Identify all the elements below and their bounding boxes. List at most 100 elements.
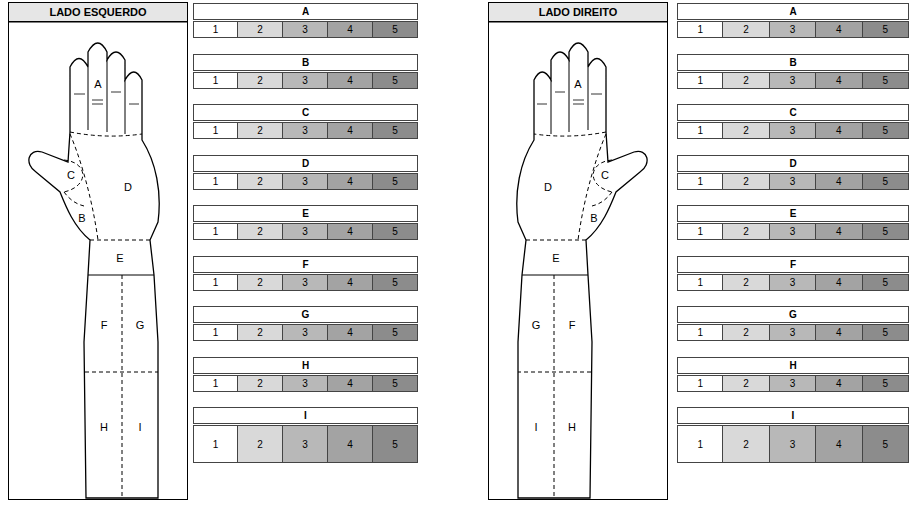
region-letter: G	[532, 319, 541, 331]
score-cell: 4	[327, 375, 373, 392]
score-cell: 5	[372, 425, 418, 463]
score-cell: 2	[237, 324, 283, 341]
score-cell: 2	[722, 223, 769, 240]
score-cell: 5	[372, 173, 418, 190]
score-cell: 5	[862, 21, 909, 38]
score-cell: 4	[327, 173, 373, 190]
score-cell: 2	[237, 21, 283, 38]
score-cell: 1	[193, 274, 238, 291]
score-cell: 5	[862, 324, 909, 341]
region-letter: C	[67, 169, 75, 181]
score-cell: 1	[677, 122, 723, 139]
score-cell: 5	[372, 274, 418, 291]
region-letter: H	[568, 421, 576, 433]
score-cell: 2	[722, 72, 769, 89]
region-header: F	[193, 256, 418, 273]
score-cell: 4	[327, 21, 373, 38]
score-cell: 2	[237, 122, 283, 139]
region-header: C	[677, 104, 909, 121]
score-cell: 5	[862, 274, 909, 291]
score-cell: 2	[237, 72, 283, 89]
score-cell: 3	[282, 72, 328, 89]
score-cell: 3	[769, 223, 816, 240]
score-cell: 3	[769, 324, 816, 341]
side-panel: LADO ESQUERDOACDBEFGHIA12345B12345C12345…	[5, 0, 435, 505]
score-cell: 3	[282, 122, 328, 139]
score-cell: 1	[677, 21, 723, 38]
region-letter: H	[100, 421, 108, 433]
region-header: E	[677, 205, 909, 222]
score-cell: 5	[862, 375, 909, 392]
region-header: D	[677, 155, 909, 172]
score-cell: 2	[237, 173, 283, 190]
score-cell: 5	[372, 21, 418, 38]
region-letter: F	[569, 319, 576, 331]
region-letter: A	[574, 78, 581, 90]
header-text: LADO DIREITO	[539, 6, 618, 18]
region-letter: I	[534, 421, 537, 433]
score-cell: 1	[193, 72, 238, 89]
score-cell: 5	[862, 223, 909, 240]
score-cell: 5	[862, 173, 909, 190]
arm-drawing	[29, 43, 159, 498]
region-header: H	[677, 357, 909, 374]
arm-drawing	[517, 43, 647, 498]
side-header: LADO ESQUERDO	[8, 2, 188, 22]
region-letter: G	[136, 319, 145, 331]
region-header: B	[677, 54, 909, 71]
score-cell: 2	[237, 223, 283, 240]
score-cell: 2	[722, 173, 769, 190]
score-cell: 1	[193, 324, 238, 341]
score-cell: 1	[677, 324, 723, 341]
region-letter: F	[101, 319, 108, 331]
finger-line	[88, 60, 125, 134]
score-cell: 2	[237, 425, 283, 463]
score-cell: 1	[677, 173, 723, 190]
score-cell: 2	[722, 21, 769, 38]
region-header: F	[677, 256, 909, 273]
header-text: LADO ESQUERDO	[49, 6, 146, 18]
region-letter: I	[138, 421, 141, 433]
score-cell: 1	[677, 72, 723, 89]
score-cell: 3	[282, 274, 328, 291]
region-header: E	[193, 205, 418, 222]
score-cell: 4	[327, 122, 373, 139]
score-cell: 2	[722, 375, 769, 392]
region-letter: E	[116, 252, 123, 264]
region-letter: B	[78, 212, 85, 224]
region-letter: D	[544, 181, 552, 193]
score-cell: 1	[193, 425, 238, 463]
wrist-line	[88, 275, 154, 276]
score-cell: 2	[237, 375, 283, 392]
score-cell: 2	[722, 324, 769, 341]
region-header: C	[193, 104, 418, 121]
score-cell: 3	[769, 21, 816, 38]
score-cell: 1	[193, 375, 238, 392]
score-cell: 3	[769, 122, 816, 139]
score-cell: 1	[193, 122, 238, 139]
score-cell: 1	[193, 223, 238, 240]
region-header: A	[193, 3, 418, 20]
score-cell: 2	[722, 122, 769, 139]
score-cell: 5	[372, 324, 418, 341]
score-cell: 3	[282, 375, 328, 392]
score-cell: 3	[769, 375, 816, 392]
score-cell: 1	[677, 425, 723, 463]
region-letter: C	[601, 169, 609, 181]
score-cell: 2	[722, 425, 769, 463]
score-cell: 1	[677, 223, 723, 240]
score-cell: 3	[282, 173, 328, 190]
score-cell: 4	[327, 72, 373, 89]
arm-outline	[29, 43, 159, 498]
finger-crease	[537, 92, 602, 104]
score-cell: 1	[677, 375, 723, 392]
wrist-line	[522, 275, 588, 276]
region-header: D	[193, 155, 418, 172]
arm-illustration	[8, 22, 188, 500]
score-cell: 1	[193, 21, 238, 38]
score-cell: 1	[677, 274, 723, 291]
region-header: H	[193, 357, 418, 374]
score-cell: 4	[815, 173, 862, 190]
region-header: G	[193, 306, 418, 323]
score-cell: 2	[722, 274, 769, 291]
